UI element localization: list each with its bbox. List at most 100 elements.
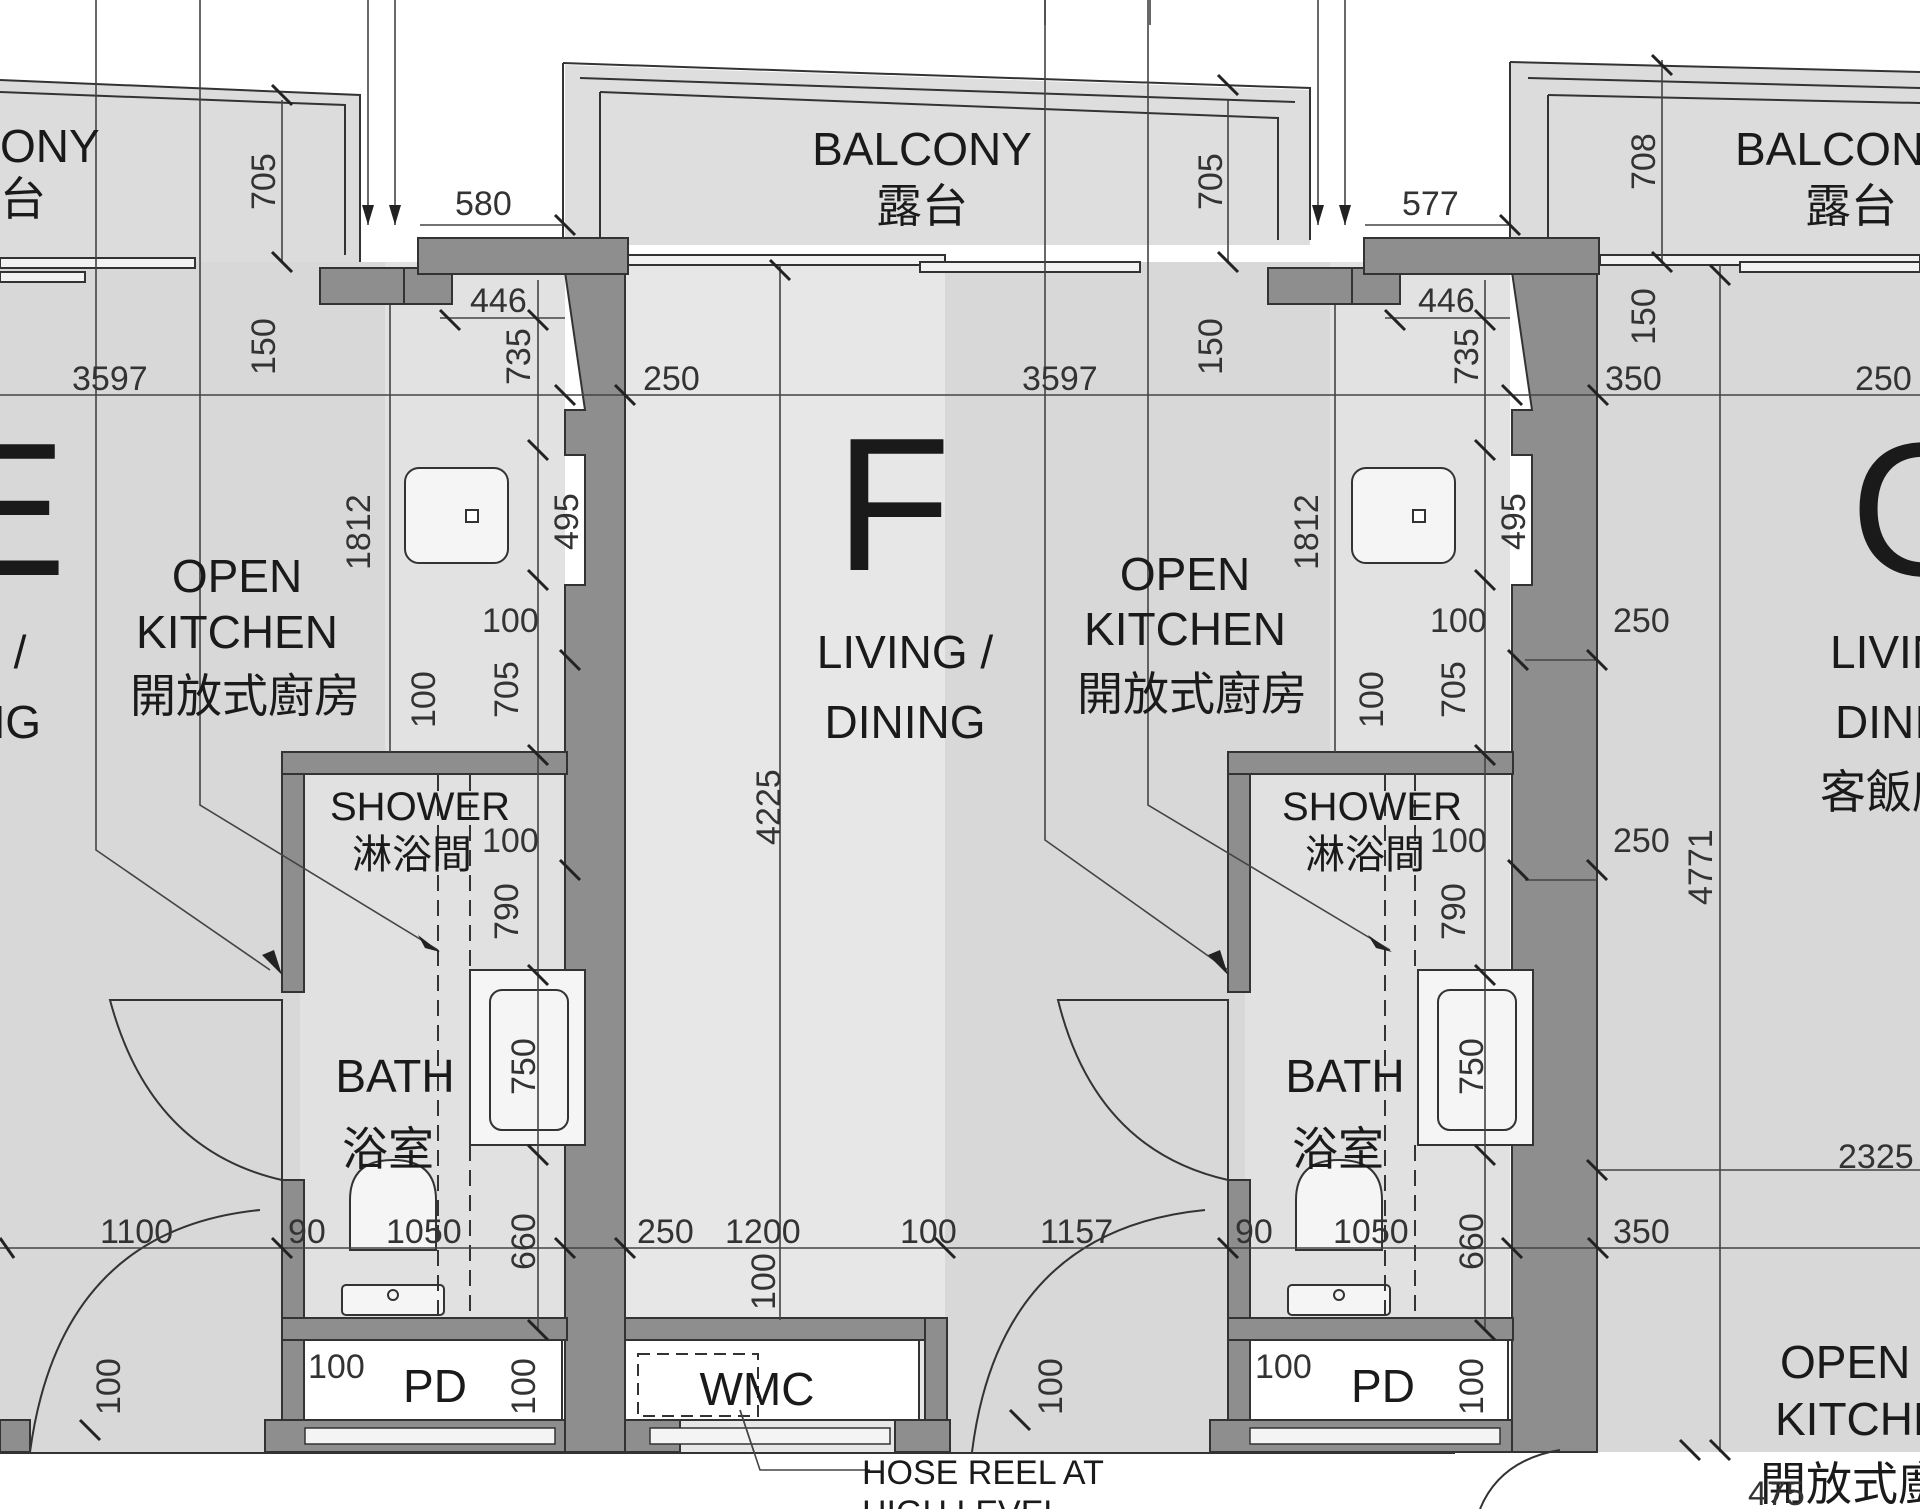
dim-660-f: 660	[1453, 1213, 1491, 1270]
dim-4771: 4771	[1682, 829, 1720, 905]
kitchen-zh-e: 開放式廚房	[130, 670, 360, 722]
balcony-label-e-tail: ONY	[0, 120, 100, 172]
dim-705-top-f: 705	[1192, 153, 1230, 210]
balcony-label-g: BALCONY	[1735, 123, 1920, 175]
dim-708: 708	[1625, 133, 1663, 190]
dim-705-mid-e: 705	[488, 661, 526, 718]
dim-250-mid-1: 250	[1613, 602, 1670, 640]
dim-705-mid-f: 705	[1435, 661, 1473, 718]
dim-100-bottom: 100	[900, 1213, 957, 1251]
open-label-e: OPEN	[172, 550, 302, 602]
kitchen-zh-f: 開放式廚房	[1077, 668, 1307, 720]
wmc-dashed-box	[637, 1353, 759, 1417]
dim-1050-e: 1050	[386, 1213, 462, 1251]
dim-250-top-g: 250	[1855, 360, 1912, 398]
kitchen-sinks	[404, 467, 1456, 564]
dim-750-e: 750	[505, 1038, 543, 1095]
dim-790-f: 790	[1435, 883, 1473, 940]
dim-100-f: 100	[1430, 602, 1487, 640]
unit-letter-g: G	[1850, 404, 1920, 616]
open-label-f: OPEN	[1120, 548, 1250, 600]
dim-495-e: 495	[548, 493, 586, 550]
bath-label-e: BATH	[335, 1050, 454, 1102]
dim-150-f: 150	[1192, 318, 1230, 375]
shower-label-e: SHOWER	[330, 785, 510, 829]
dim-1100: 1100	[100, 1213, 173, 1251]
dim-250-mid-2: 250	[1613, 822, 1670, 860]
dining-label-g: DINING	[1835, 696, 1920, 748]
dim-2325: 2325	[1838, 1138, 1914, 1176]
shower-label-f: SHOWER	[1282, 785, 1462, 829]
dim-100-v-e: 100	[405, 671, 443, 728]
dim-90-e: 90	[288, 1213, 326, 1251]
dim-660-e: 660	[505, 1213, 543, 1270]
dim-446-e: 446	[470, 282, 527, 320]
dim-100-v-f: 100	[1353, 671, 1391, 728]
balcony-label-f: BALCONY	[812, 123, 1032, 175]
pd-label-f: PD	[1351, 1360, 1415, 1412]
dim-495-f: 495	[1495, 493, 1533, 550]
basins	[469, 969, 1534, 1146]
dim-4225: 4225	[750, 769, 788, 845]
bath-zh-f: 浴室	[1292, 1123, 1384, 1175]
dim-580: 580	[455, 185, 512, 223]
kitchen-label-e: KITCHEN	[136, 606, 338, 658]
dim-250-top-f: 250	[643, 360, 700, 398]
door-swings	[29, 999, 1561, 1509]
dim-1200: 1200	[725, 1213, 801, 1251]
wmc-label: WMC	[700, 1363, 815, 1415]
bath-zh-e: 浴室	[342, 1123, 434, 1175]
dim-735-e: 735	[500, 328, 538, 385]
dim-100-pd-v-e: 100	[505, 1358, 543, 1415]
dimension-labels: 580 577 446 446 3597 3597 250 350 250 10…	[72, 185, 1914, 1509]
unit-letter-e: E	[0, 404, 67, 616]
dim-100-door-f: 100	[1032, 1358, 1070, 1415]
dim-735-f: 735	[1448, 328, 1486, 385]
bath-label-f: BATH	[1285, 1050, 1404, 1102]
bottom-wall-line	[0, 1452, 1455, 1454]
living-label-g: LIVING /	[1830, 626, 1920, 678]
balcony-zh-f: 露台	[876, 180, 968, 232]
dim-100-door-e: 100	[90, 1358, 128, 1415]
dim-150-e: 150	[245, 318, 283, 375]
open-label-g: OPEN	[1780, 1336, 1910, 1388]
dim-250-bottom: 250	[637, 1213, 694, 1251]
dim-1157: 1157	[1040, 1213, 1113, 1251]
toilets	[341, 1158, 1391, 1316]
kitchen-label-g: KITCHEN	[1775, 1393, 1920, 1445]
dim-150-g: 150	[1625, 288, 1663, 345]
dim-577: 577	[1402, 185, 1459, 223]
dim-3597-f: 3597	[1022, 360, 1098, 398]
kitchen-zh-g: 開放式廚房	[1760, 1458, 1920, 1509]
living-label-e: LIVING /	[0, 626, 27, 678]
dim-705-top-e: 705	[245, 153, 283, 210]
dining-label-e: DINING	[0, 696, 41, 748]
dim-100-shower-e: 100	[482, 822, 539, 860]
store-panels	[303, 1339, 1509, 1421]
dim-350-bottom: 350	[1613, 1213, 1670, 1251]
shower-lines	[437, 775, 1416, 1320]
dim-100-wmc: 100	[745, 1253, 783, 1310]
vertical-dimension-labels: 705 705 708 150 150 150 735 735 1812 181…	[90, 133, 1720, 1415]
dim-1812-f: 1812	[1288, 494, 1326, 570]
dim-350-top: 350	[1605, 360, 1662, 398]
balcony-zh-e-tail: 台	[0, 173, 46, 225]
balcony-outlines	[0, 61, 1920, 262]
dining-label-f: DINING	[825, 696, 986, 748]
shower-zh-e: 淋浴間	[352, 833, 472, 877]
dim-100-e: 100	[482, 602, 539, 640]
dim-750-f: 750	[1453, 1038, 1491, 1095]
dim-3597-e: 3597	[72, 360, 148, 398]
dim-100-pd-v-f: 100	[1453, 1358, 1491, 1415]
balcony-zh-g: 露台	[1805, 180, 1897, 232]
living-label-f: LIVING /	[817, 626, 994, 678]
kitchen-label-f: KITCHEN	[1084, 603, 1286, 655]
page-bottom-mask	[0, 1452, 1455, 1509]
dim-790-e: 790	[488, 883, 526, 940]
unit-letter-f: F	[835, 399, 951, 611]
dim-100-pd-e: 100	[308, 1348, 365, 1386]
dim-1812-e: 1812	[340, 494, 378, 570]
dim-100-shower-f: 100	[1430, 822, 1487, 860]
dimension-ticks	[0, 53, 1732, 1462]
